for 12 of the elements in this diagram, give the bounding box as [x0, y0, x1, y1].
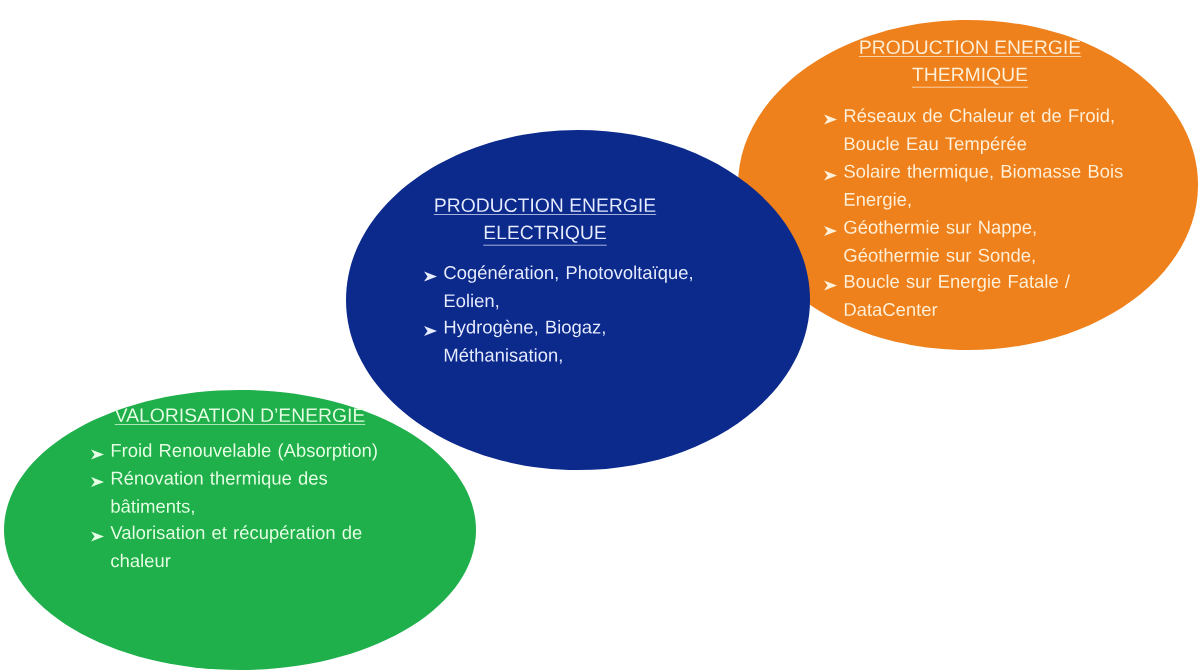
list-item: Boucle sur Energie Fatale / DataCenter	[844, 274, 1070, 317]
heading: PRODUCTION ENERGIE THERMIQUE	[858, 40, 1082, 88]
list-item: Solaire thermique, Biomasse Bois Energie,	[844, 164, 1123, 210]
list-item: Géothermie sur Nappe, Géothermie sur Sonde,	[844, 219, 1036, 264]
list-item: Hydrogène, Biogaz, Méthanisation,	[444, 319, 605, 364]
list-item: Rénovation thermique des bâtiments,	[111, 470, 328, 515]
list-item: Réseaux de Chaleur et de Froid, Boucle Eau Tempérée	[844, 108, 1114, 154]
heading: PRODUCTION ENERGIE ELECTRIQUE	[433, 198, 657, 246]
list-item: Froid Renouvelable (Absorption)	[111, 443, 377, 461]
list-item: Cogénération, Photovoltaïque, Eolien,	[444, 265, 692, 310]
list-item: Valorisation et récupération de chaleur	[110, 525, 362, 568]
heading: VALORISATION D’ENERGIE	[114, 408, 366, 425]
